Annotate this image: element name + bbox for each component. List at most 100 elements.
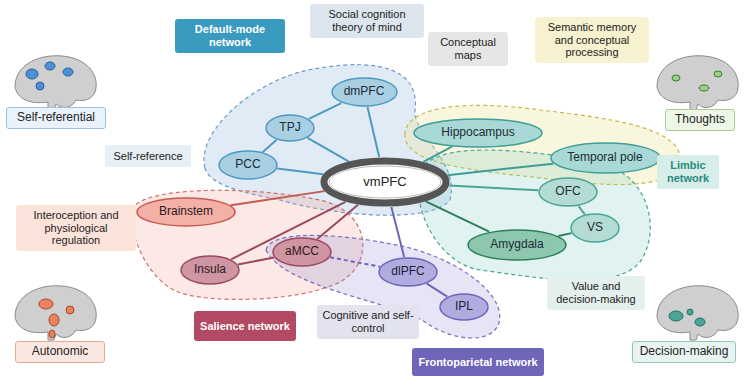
function-callout: Self-reference [105, 145, 191, 167]
connector [427, 284, 448, 297]
region-node: Hippocampus [413, 118, 543, 148]
connector [558, 233, 571, 236]
node-text: Self-referential [17, 111, 95, 125]
connector [330, 257, 380, 266]
region-node: aMCC [272, 237, 332, 267]
node-text-group: aMCC [285, 245, 319, 259]
node-text-group: PCC [235, 158, 260, 172]
brain-illustration [15, 56, 96, 110]
node-ellipse [440, 294, 488, 320]
node-text: Decision-making [640, 345, 729, 359]
function-callout: Cognitive and self-control [317, 305, 419, 339]
node-text-group: TPJ [279, 121, 300, 135]
region-node: dmPFC [331, 77, 398, 107]
node-text-group: Cognitive and self-control [322, 309, 414, 334]
connector [308, 138, 349, 161]
node-text-group: Value and decision-making [552, 280, 640, 305]
node-text: IPL [455, 300, 473, 314]
corner-label: Autonomic [15, 341, 105, 363]
node-text: PCC [235, 158, 260, 172]
node-text: Amygdala [490, 238, 543, 252]
connector [391, 207, 404, 257]
region-node: Temporal pole [550, 142, 661, 174]
connector [277, 169, 323, 175]
node-text: OFC [555, 185, 580, 199]
node-text: dlPFC [391, 265, 424, 279]
node-text: Default-mode network [180, 23, 280, 48]
node-text-group: Limbic network [662, 159, 714, 184]
node-text: TPJ [279, 121, 300, 135]
node-text-group: Brainstem [159, 205, 213, 219]
node-ellipse [332, 78, 397, 106]
node-text: Interoception and physiological regulati… [21, 209, 131, 247]
node-text-group: VS [587, 221, 603, 235]
node-text-group: Default-mode network [180, 23, 280, 48]
node-text-group: Decision-making [640, 345, 729, 359]
frontoparietal-region [266, 235, 500, 338]
node-text-group: OFC [555, 185, 580, 199]
connector [238, 257, 274, 264]
node-text-group: Hippocampus [441, 126, 514, 140]
node-text-group: Insula [194, 263, 226, 277]
connector [231, 191, 325, 205]
function-callout: Social cognition theory of mind [310, 4, 424, 38]
hub-inner-ring [329, 166, 441, 198]
node-text: Conceptual maps [433, 36, 503, 61]
node-text-group: dmPFC [344, 85, 385, 99]
node-text: Hippocampus [441, 126, 514, 140]
node-text: vmPFC [363, 175, 406, 190]
node-text-group: Self-referential [17, 111, 95, 125]
node-text-group: Conceptual maps [433, 36, 503, 61]
function-callout: Interoception and physiological regulati… [16, 205, 136, 251]
region-node: Insula [180, 255, 240, 285]
node-text-group: vmPFC [363, 175, 406, 190]
node-ellipse [539, 178, 597, 206]
node-text: Frontoparietal network [418, 356, 537, 369]
network-label: Frontoparietal network [412, 348, 544, 376]
node-text-group: IPL [455, 300, 473, 314]
function-callout: Value and decision-making [547, 276, 645, 310]
connector [449, 186, 538, 191]
region-node: PCC [218, 150, 278, 180]
node-text: Salience network [200, 320, 290, 333]
region-node: Amygdala [467, 229, 567, 261]
region-node: TPJ [265, 114, 315, 142]
brain-illustration [15, 286, 96, 340]
function-callout: Conceptual maps [428, 32, 508, 66]
node-ellipse [414, 119, 542, 147]
node-ellipse [468, 230, 566, 260]
node-text-group: Amygdala [490, 238, 543, 252]
node-text-group: Semantic memory and conceptual processin… [540, 21, 644, 59]
node-ellipse [551, 143, 660, 173]
node-text: Insula [194, 263, 226, 277]
function-callout: Semantic memory and conceptual processin… [535, 17, 649, 63]
region-node: dlPFC [378, 257, 438, 287]
node-ellipse [137, 198, 235, 226]
connector [579, 206, 585, 214]
node-text: Cognitive and self-control [322, 309, 414, 334]
hub-node: vmPFC [320, 157, 450, 207]
node-text: Self-reference [113, 150, 182, 163]
node-text-group: Interoception and physiological regulati… [21, 209, 131, 247]
connector [317, 205, 358, 239]
region-node: Brainstem [136, 197, 236, 227]
node-text: Autonomic [32, 345, 89, 359]
node-text-group: dlPFC [391, 265, 424, 279]
node-text-group: Thoughts [675, 113, 725, 127]
node-ellipse [219, 151, 277, 179]
node-text: aMCC [285, 245, 319, 259]
corner-label: Decision-making [632, 341, 736, 363]
network-label: Default-mode network [175, 19, 285, 53]
node-ellipse [379, 258, 437, 286]
connector [263, 140, 277, 152]
node-text-group: Temporal pole [567, 151, 642, 165]
region-node: OFC [538, 177, 598, 207]
connector [448, 164, 554, 176]
node-ellipse [266, 115, 314, 141]
node-text-group: Salience network [200, 320, 290, 333]
connector [423, 147, 452, 162]
brain-illustration [657, 56, 738, 110]
node-text: Semantic memory and conceptual processin… [540, 21, 644, 59]
connector [367, 107, 379, 157]
